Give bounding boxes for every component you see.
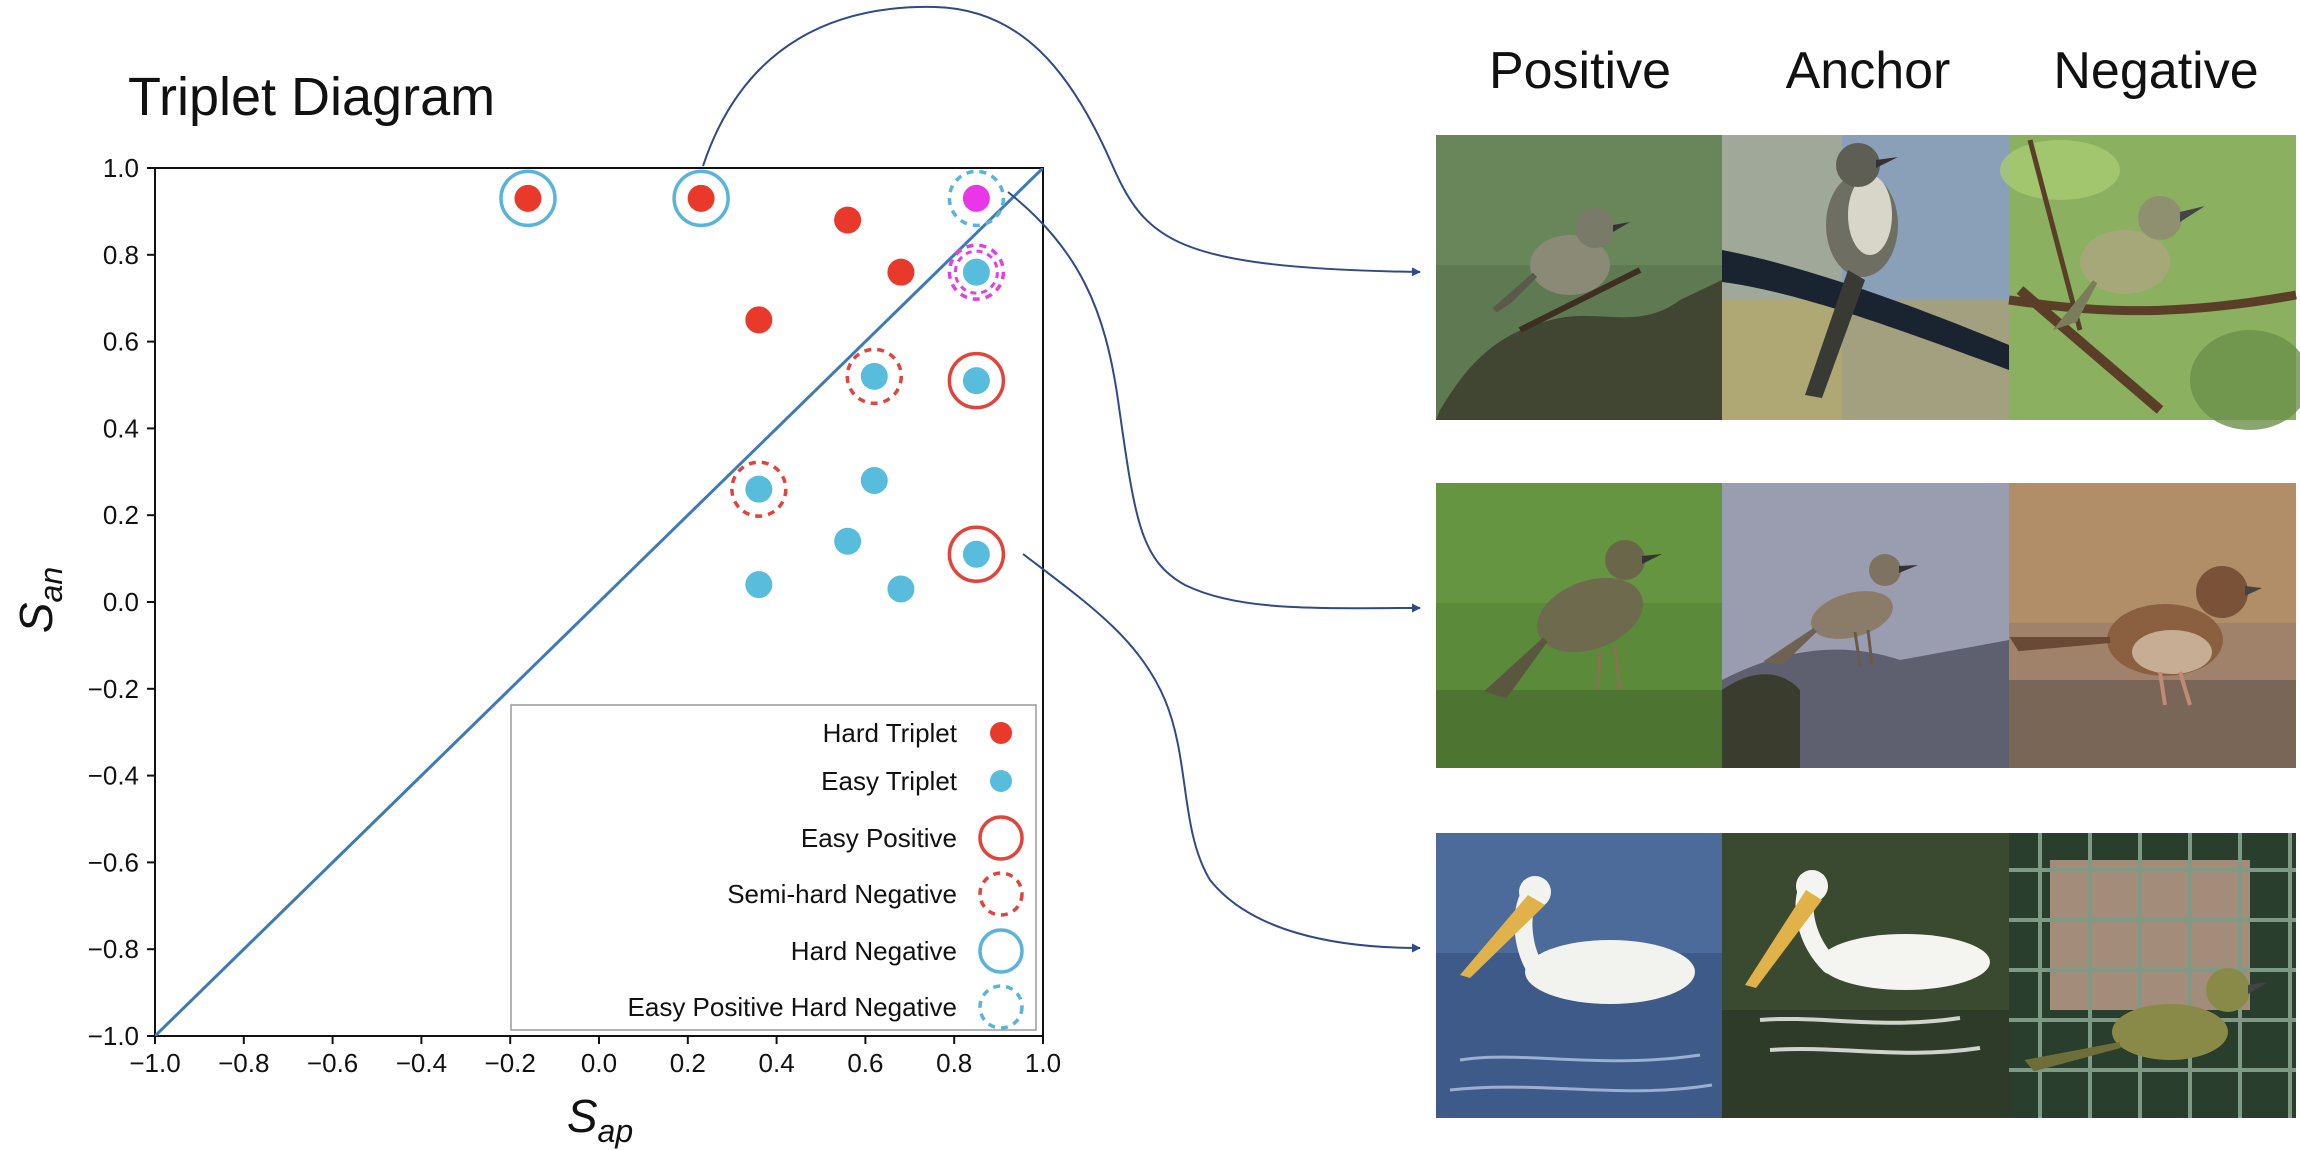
scatter-point-easy: [860, 466, 888, 494]
legend-label: Easy Triplet: [821, 766, 958, 796]
y-axis-label: San: [10, 567, 69, 633]
image-negative-sparrow: [2009, 483, 2296, 768]
x-tick-label: −0.4: [396, 1048, 447, 1078]
y-tick-label: 0.0: [103, 587, 139, 617]
x-tick-label: −0.6: [307, 1048, 358, 1078]
scatter-point-hard: [687, 184, 715, 212]
point-ring-semi-hard-negative: [730, 460, 788, 518]
x-tick-label: −0.8: [218, 1048, 269, 1078]
x-tick-label: 0.2: [670, 1048, 706, 1078]
image-row-3: [1436, 833, 2296, 1118]
legend-label: Easy Positive Hard Negative: [628, 992, 957, 1022]
x-tick-label: 0.0: [581, 1048, 617, 1078]
point-ring-easy-positive: [947, 525, 1006, 584]
point-ring-magenta-dashed: [947, 243, 1006, 301]
scatter-point-highlight: [962, 184, 990, 212]
diagonal-line: [155, 168, 1043, 1036]
image-row-2: [1436, 483, 2296, 768]
scatter-point-easy: [962, 540, 990, 568]
image-negative-vireo: [2000, 135, 2300, 430]
connector-row-2: [1007, 191, 1421, 613]
column-header-anchor: Anchor: [1786, 42, 1951, 100]
legend-marker-hard-negative: [978, 928, 1024, 974]
point-ring-hard-negative: [499, 169, 557, 228]
column-header-positive: Positive: [1489, 42, 1671, 100]
x-tick-label: 0.8: [936, 1048, 972, 1078]
image-anchor-flycatcher-on-cable: [1722, 135, 2009, 420]
y-tick-label: −1.0: [88, 1021, 139, 1051]
x-tick-label: −0.2: [485, 1048, 536, 1078]
scatter-point-hard: [514, 184, 542, 212]
connector-row-3: [1022, 553, 1421, 953]
point-ring-semi-hard-negative: [845, 347, 904, 406]
y-tick-label: −0.6: [88, 847, 139, 877]
connector-row-1: [702, 5, 1421, 277]
y-tick-label: −0.8: [88, 934, 139, 964]
y-tick-label: 0.4: [103, 413, 139, 443]
scatter-point-easy: [887, 575, 915, 603]
column-header-negative: Negative: [2053, 42, 2258, 100]
point-ring-easy-positive: [947, 351, 1006, 410]
y-tick-label: 1.0: [103, 153, 139, 183]
legend-marker-hard: [990, 722, 1012, 744]
x-tick-label: 0.4: [759, 1048, 795, 1078]
scatter-point-easy: [962, 258, 990, 286]
y-tick-label: 0.2: [103, 500, 139, 530]
image-anchor-pelican: [1722, 833, 2009, 1118]
image-negative-warbler-in-cage: [2009, 833, 2296, 1118]
legend-label: Semi-hard Negative: [727, 879, 957, 909]
legend-label: Hard Triplet: [823, 718, 958, 748]
legend-marker-easy: [990, 770, 1012, 792]
image-anchor-pipit-on-rock: [1722, 483, 2009, 768]
y-tick-label: −0.4: [88, 761, 139, 791]
scatter-point-easy: [745, 571, 773, 599]
point-ring-easy-positive-hard-negative: [947, 169, 1006, 228]
image-positive-pipit-on-grass: [1436, 483, 1722, 768]
legend-box: [510, 704, 1037, 1031]
image-positive-pelican: [1436, 833, 1722, 1118]
legend-marker-easy-positive-hard-negative: [978, 984, 1024, 1030]
x-axis-label: Sap: [567, 1090, 633, 1149]
chart-title: Triplet Diagram: [128, 67, 495, 127]
scatter-point-easy: [834, 527, 862, 555]
legend-marker-semi-hard-negative: [978, 871, 1024, 917]
image-positive-flycatcher: [1436, 135, 1722, 420]
scatter-point-hard: [745, 306, 773, 334]
y-tick-label: 0.6: [103, 327, 139, 357]
point-ring-hard-negative: [672, 169, 730, 228]
image-row-1: [1436, 135, 2300, 430]
scatter-point-easy: [745, 475, 773, 503]
scatter-point-easy: [860, 362, 888, 390]
legend-label: Hard Negative: [791, 936, 957, 966]
scatter-point-easy: [962, 367, 990, 395]
connector-lines: [702, 5, 1421, 953]
x-tick-label: 0.6: [847, 1048, 883, 1078]
y-tick-label: −0.2: [88, 674, 139, 704]
x-tick-label: −1.0: [129, 1048, 180, 1078]
y-tick-label: 0.8: [103, 240, 139, 270]
point-ring-inner: [953, 249, 999, 295]
legend-marker-easy-positive: [978, 815, 1024, 861]
legend-label: Easy Positive: [801, 823, 957, 853]
scatter-point-hard: [834, 206, 862, 234]
scatter-point-hard: [887, 258, 915, 286]
x-tick-label: 1.0: [1025, 1048, 1061, 1078]
